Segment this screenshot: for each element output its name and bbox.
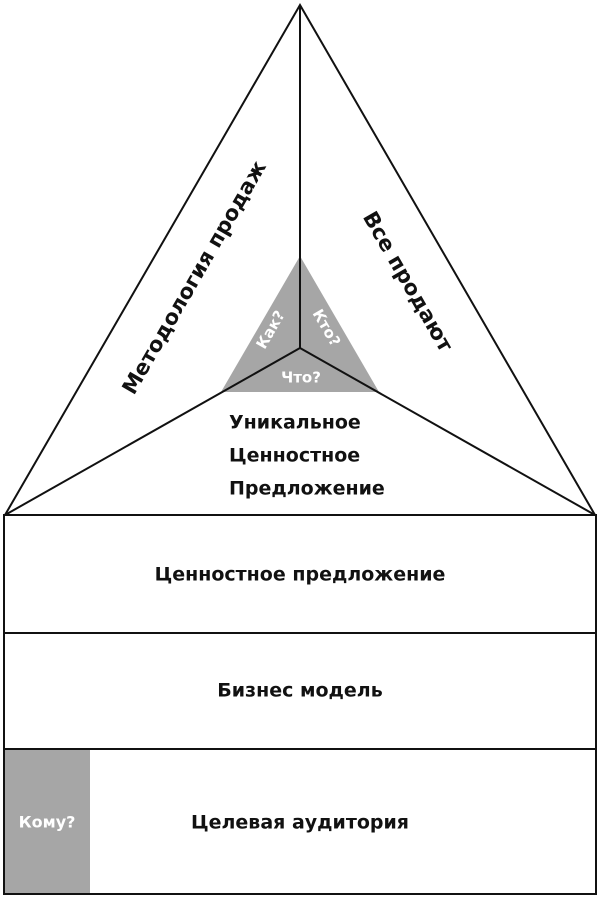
- layer-target-audience: [3, 748, 597, 895]
- whom-label: Кому?: [19, 813, 76, 832]
- layer-value-proposition: [3, 514, 597, 634]
- pyramid-right-divider: [299, 347, 596, 516]
- layer-business-model: [3, 632, 597, 750]
- inner-label-what: Что?: [281, 369, 321, 387]
- layer-business-model-label: Бизнес модель: [217, 680, 382, 702]
- uvp-line-1: Уникальное: [229, 412, 361, 434]
- pyramid-left-divider: [4, 347, 301, 516]
- uvp-line-2: Ценностное: [229, 445, 360, 467]
- layer-value-proposition-label: Ценностное предложение: [155, 564, 446, 586]
- layer-target-audience-label: Целевая аудитория: [191, 812, 409, 834]
- uvp-line-3: Предложение: [229, 478, 385, 500]
- whom-box: [5, 750, 90, 893]
